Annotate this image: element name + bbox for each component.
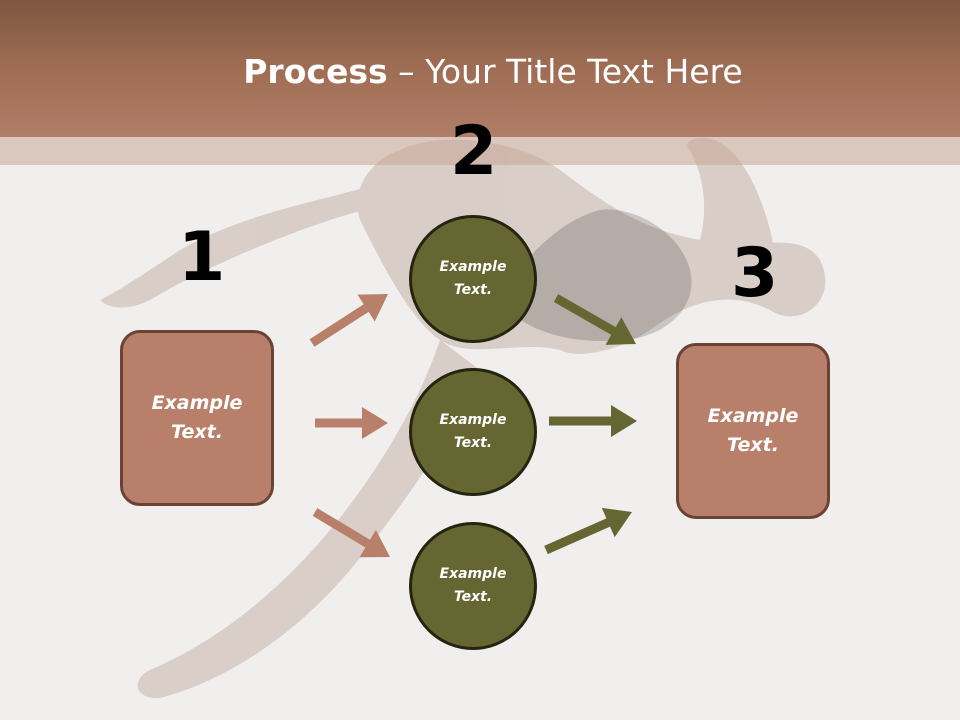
header-band bbox=[0, 0, 960, 137]
arrow-to-circle-top bbox=[309, 294, 388, 347]
circle-bottom-label: Example Text. bbox=[439, 566, 507, 605]
circle-bottom[interactable]: Example Text. bbox=[409, 522, 537, 650]
left-box-label: Example Text. bbox=[151, 392, 243, 443]
slide-title: Process – Your Title Text Here bbox=[0, 52, 960, 91]
left-text-box[interactable]: Example Text. bbox=[120, 330, 274, 506]
arrow-from-circle-bottom bbox=[544, 507, 632, 555]
title-bold: Process bbox=[243, 52, 388, 91]
step-number-1: 1 bbox=[178, 218, 226, 297]
arrow-from-circle-top bbox=[553, 294, 636, 345]
header-strip bbox=[0, 137, 960, 165]
right-text-box[interactable]: Example Text. bbox=[676, 343, 830, 519]
circle-middle[interactable]: Example Text. bbox=[409, 368, 537, 496]
arrow-to-circle-bottom bbox=[312, 508, 390, 558]
title-rest: – Your Title Text Here bbox=[387, 52, 743, 91]
circle-top-label: Example Text. bbox=[439, 259, 507, 298]
step-number-2: 2 bbox=[450, 112, 498, 191]
right-box-label: Example Text. bbox=[707, 405, 799, 456]
dancer-arm bbox=[100, 180, 400, 308]
circle-middle-label: Example Text. bbox=[439, 412, 507, 451]
arrow-from-circle-middle bbox=[549, 405, 637, 437]
dancer-leg-front bbox=[687, 138, 773, 267]
dancer-shorts bbox=[500, 209, 692, 341]
circle-top[interactable]: Example Text. bbox=[409, 215, 537, 343]
arrow-to-circle-middle bbox=[315, 407, 388, 439]
step-number-3: 3 bbox=[731, 234, 779, 313]
